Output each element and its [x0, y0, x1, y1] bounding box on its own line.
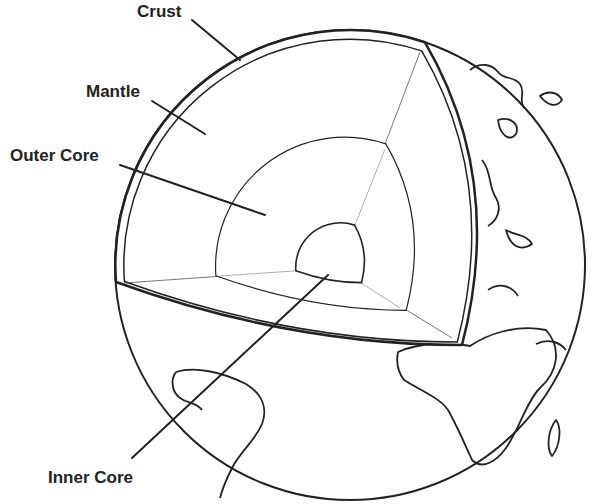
globe-outline: [115, 30, 585, 500]
cutaway-wedge: [115, 30, 477, 345]
wedge-edges: [124, 52, 452, 338]
layer-label: Inner Core: [48, 468, 133, 488]
layer-label: Mantle: [86, 82, 140, 102]
layer-label: Crust: [137, 2, 181, 22]
crust-boundary: [124, 39, 472, 342]
leader-lines: [120, 20, 328, 458]
layer-label: Outer Core: [10, 146, 99, 166]
outer-core-boundary: [216, 137, 415, 310]
inner-core-boundary: [296, 223, 365, 283]
